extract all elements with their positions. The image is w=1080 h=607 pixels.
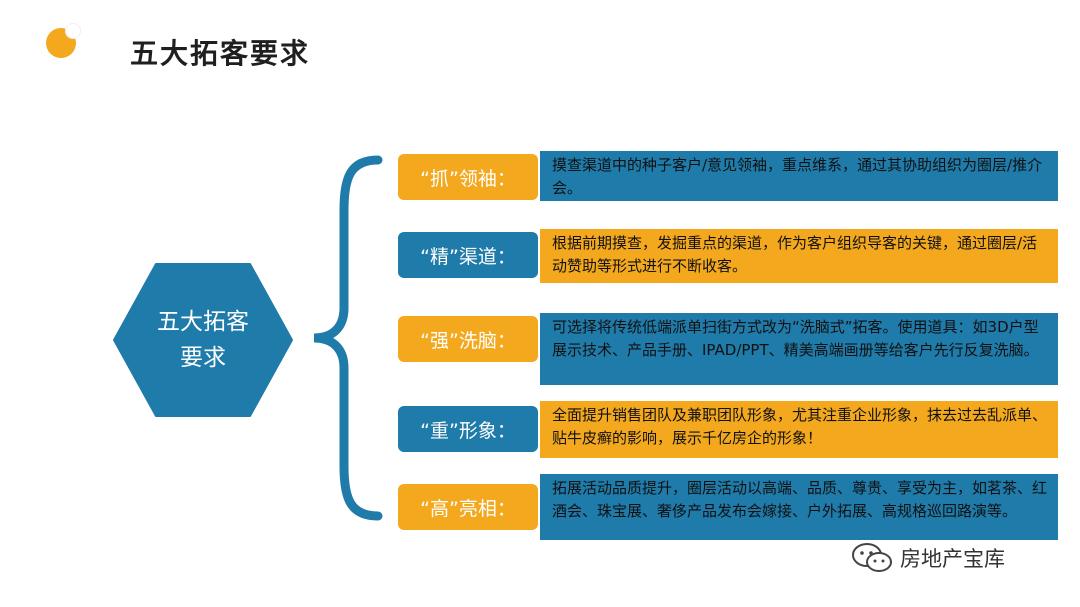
- item-label-4: “重”形象：: [398, 406, 538, 452]
- center-hexagon-text: 五大拓客 要求: [112, 262, 294, 418]
- item-description-3: 可选择将传统低端派单扫街方式改为“洗脑式”拓客。使用道具：如3D户型展示技术、产…: [540, 313, 1058, 385]
- watermark: 房地产宝库: [850, 538, 1005, 578]
- logo-dot-white: [66, 24, 80, 38]
- center-hexagon: [113, 263, 293, 417]
- item-description-5: 拓展活动品质提升，圈层活动以高端、品质、尊贵、享受为主，如茗茶、红酒会、珠宝展、…: [540, 474, 1058, 540]
- item-description-1: 摸查渠道中的种子客户/意见领袖，重点维系，通过其协助组织为圈层/推介会。: [540, 151, 1058, 201]
- page-title: 五大拓客要求: [130, 37, 311, 70]
- item-label-3: “强”洗脑：: [398, 316, 538, 362]
- wechat-icon: [852, 543, 892, 572]
- item-label-2: “精”渠道：: [398, 232, 538, 278]
- item-description-4: 全面提升销售团队及兼职团队形象，尤其注重企业形象，抹去过去乱派单、贴牛皮癣的影响…: [540, 401, 1058, 458]
- item-description-2: 根据前期摸查，发掘重点的渠道，作为客户组织导客的关键，通过圈层/活动赞助等形式进…: [540, 229, 1058, 283]
- center-line-1: 五大拓客: [157, 309, 249, 335]
- item-label-1: “抓”领袖：: [398, 154, 538, 200]
- watermark-text: 房地产宝库: [900, 547, 1005, 571]
- item-label-5: “高”亮相：: [398, 484, 538, 530]
- curly-brace: [313, 155, 383, 521]
- center-line-2: 要求: [180, 345, 226, 371]
